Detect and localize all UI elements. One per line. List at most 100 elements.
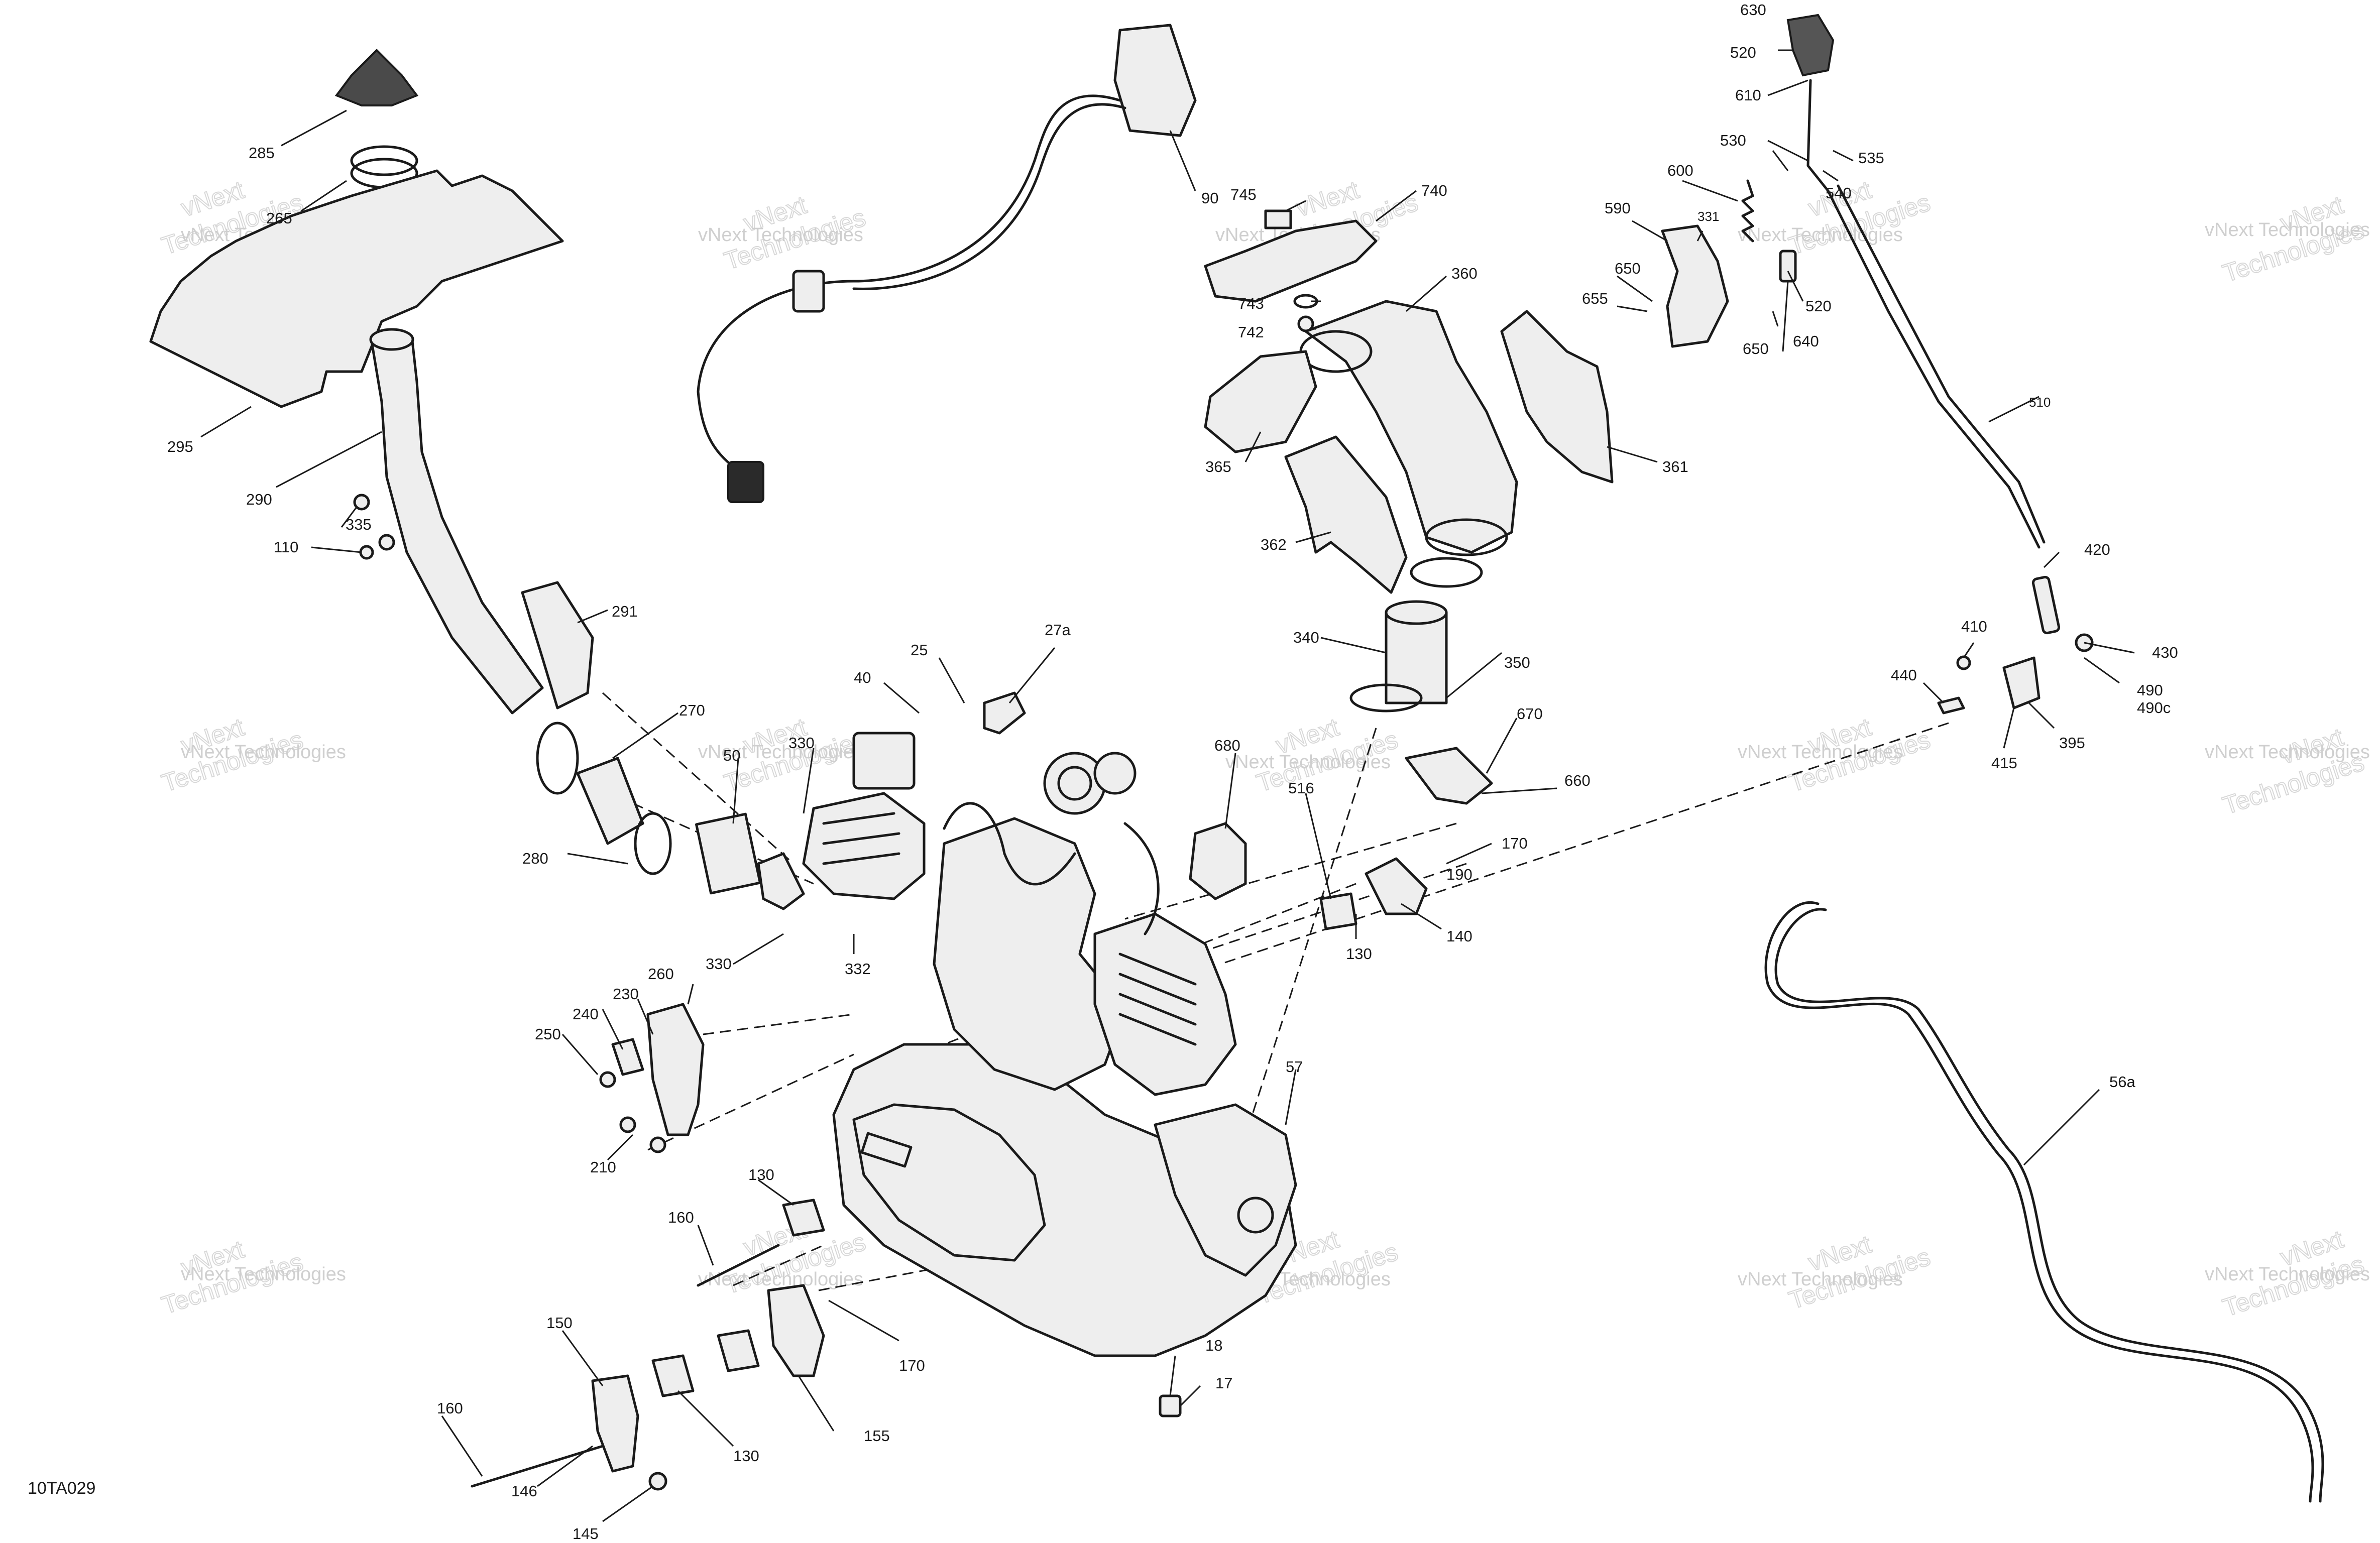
cover-plate-part — [1405, 747, 1493, 805]
vent-hose-part — [1764, 901, 2314, 1503]
ecu-module-part — [822, 812, 900, 865]
callout-740: 740 — [1421, 182, 1447, 199]
callout-56a: 56a — [2109, 1073, 2135, 1091]
callout-17: 17 — [1215, 1374, 1232, 1392]
callout-230: 230 — [613, 985, 639, 1003]
callout-590: 590 — [1605, 199, 1631, 217]
callout-57: 57 — [1286, 1058, 1303, 1076]
wire-harness-part — [697, 94, 1121, 484]
connector-part — [727, 461, 764, 503]
callout-600: 600 — [1667, 162, 1693, 179]
callout-743: 743 — [1238, 295, 1264, 312]
watermark: vNext Technologies — [2205, 219, 2370, 241]
rubber-mount-part — [717, 1329, 760, 1372]
long-bolt-part — [697, 1244, 780, 1287]
sleeve-part — [521, 581, 594, 709]
relay-part — [852, 732, 916, 790]
duct-group — [1204, 209, 1614, 713]
shift-knob-part — [1786, 14, 1835, 77]
air-duct-part — [1304, 300, 1518, 554]
callout-362: 362 — [1261, 536, 1287, 553]
long-bolt-part — [471, 1445, 604, 1488]
callout-130b: 130 — [748, 1166, 774, 1183]
rubber-mount-part — [651, 1354, 695, 1397]
intake-tube-part — [369, 328, 414, 351]
callout-335: 335 — [346, 516, 372, 533]
callout-130a: 130 — [1346, 945, 1372, 963]
shift-cable-part — [1837, 184, 2046, 544]
callout-640: 640 — [1793, 332, 1819, 350]
clip-pin-part — [1937, 696, 1965, 715]
bolt-part — [599, 1071, 616, 1088]
callout-742: 742 — [1238, 323, 1264, 341]
callout-332: 332 — [845, 960, 871, 978]
callout-270: 270 — [679, 701, 705, 719]
callout-170b: 170 — [899, 1357, 925, 1374]
clamp-part — [536, 722, 579, 795]
callout-146: 146 — [511, 1482, 537, 1500]
callout-265: 265 — [266, 209, 292, 227]
callout-290: 290 — [246, 491, 272, 508]
callout-145: 145 — [573, 1525, 599, 1542]
rubber-mount-part — [611, 1038, 644, 1076]
callout-440: 440 — [1891, 666, 1917, 684]
coupler-part — [576, 757, 644, 845]
duct-shield-part — [1284, 435, 1408, 594]
bolt-part — [353, 494, 370, 511]
engine-badge-part — [860, 1132, 913, 1168]
callout-25: 25 — [911, 641, 928, 659]
rubber-mount-part — [1319, 892, 1357, 930]
filter-element-part — [1385, 600, 1448, 625]
watermark: vNext Technologies — [1738, 742, 1903, 763]
duct-shield-part — [1500, 310, 1614, 484]
engine-group — [695, 691, 1493, 1357]
air-duct-part — [1425, 518, 1508, 556]
callout-260: 260 — [648, 965, 674, 983]
callout-280: 280 — [522, 850, 548, 867]
clamp-part — [1410, 557, 1483, 588]
callout-295: 295 — [167, 438, 193, 455]
callout-745: 745 — [1230, 186, 1257, 203]
hose-part — [1123, 822, 1160, 935]
callout-516: 516 — [1288, 779, 1314, 797]
ecu-module-part — [802, 792, 926, 900]
fitting-part — [983, 691, 1026, 735]
callout-18: 18 — [1205, 1337, 1222, 1354]
bracket-part — [1204, 219, 1378, 303]
ring-part — [350, 145, 418, 176]
intake-shield-group — [149, 49, 672, 875]
mount-bracket-part — [591, 1374, 639, 1473]
diagram-reference-code: 10TA029 — [28, 1479, 95, 1498]
callout-655: 655 — [1582, 290, 1608, 307]
callout-650b: 650 — [1743, 340, 1769, 358]
bolt-part — [648, 1472, 667, 1491]
callout-510: 510 — [2029, 395, 2051, 410]
clamp-part — [1349, 683, 1423, 713]
callout-350: 350 — [1504, 654, 1530, 671]
callout-27a: 27a — [1045, 621, 1071, 639]
callout-330a: 330 — [788, 734, 815, 752]
callout-361: 361 — [1662, 458, 1688, 476]
sensor-part — [757, 852, 805, 910]
callout-330b: 330 — [706, 955, 732, 973]
watermark: vNext Technologies — [2205, 1264, 2370, 1285]
shift-bracket-part — [1661, 224, 1729, 348]
callout-430: 430 — [2152, 644, 2178, 661]
callout-210: 210 — [590, 1158, 616, 1176]
callout-410: 410 — [1961, 618, 1987, 635]
hose-part — [943, 802, 1076, 886]
callout-650a: 650 — [1615, 260, 1641, 277]
bolt-part — [619, 1116, 636, 1133]
callout-535: 535 — [1858, 149, 1884, 167]
callout-140: 140 — [1446, 927, 1472, 945]
callout-285: 285 — [249, 144, 275, 162]
filter-element-part — [1385, 611, 1448, 704]
callout-110: 110 — [274, 538, 298, 556]
clamp-part — [634, 812, 672, 875]
engine-mount-bracket-part — [1365, 857, 1428, 915]
watermark: vNext Technologies — [1738, 224, 1903, 246]
bushing-part — [1779, 250, 1797, 283]
callout-360: 360 — [1451, 265, 1478, 282]
watermark: vNext Technologies — [1738, 1269, 1903, 1290]
